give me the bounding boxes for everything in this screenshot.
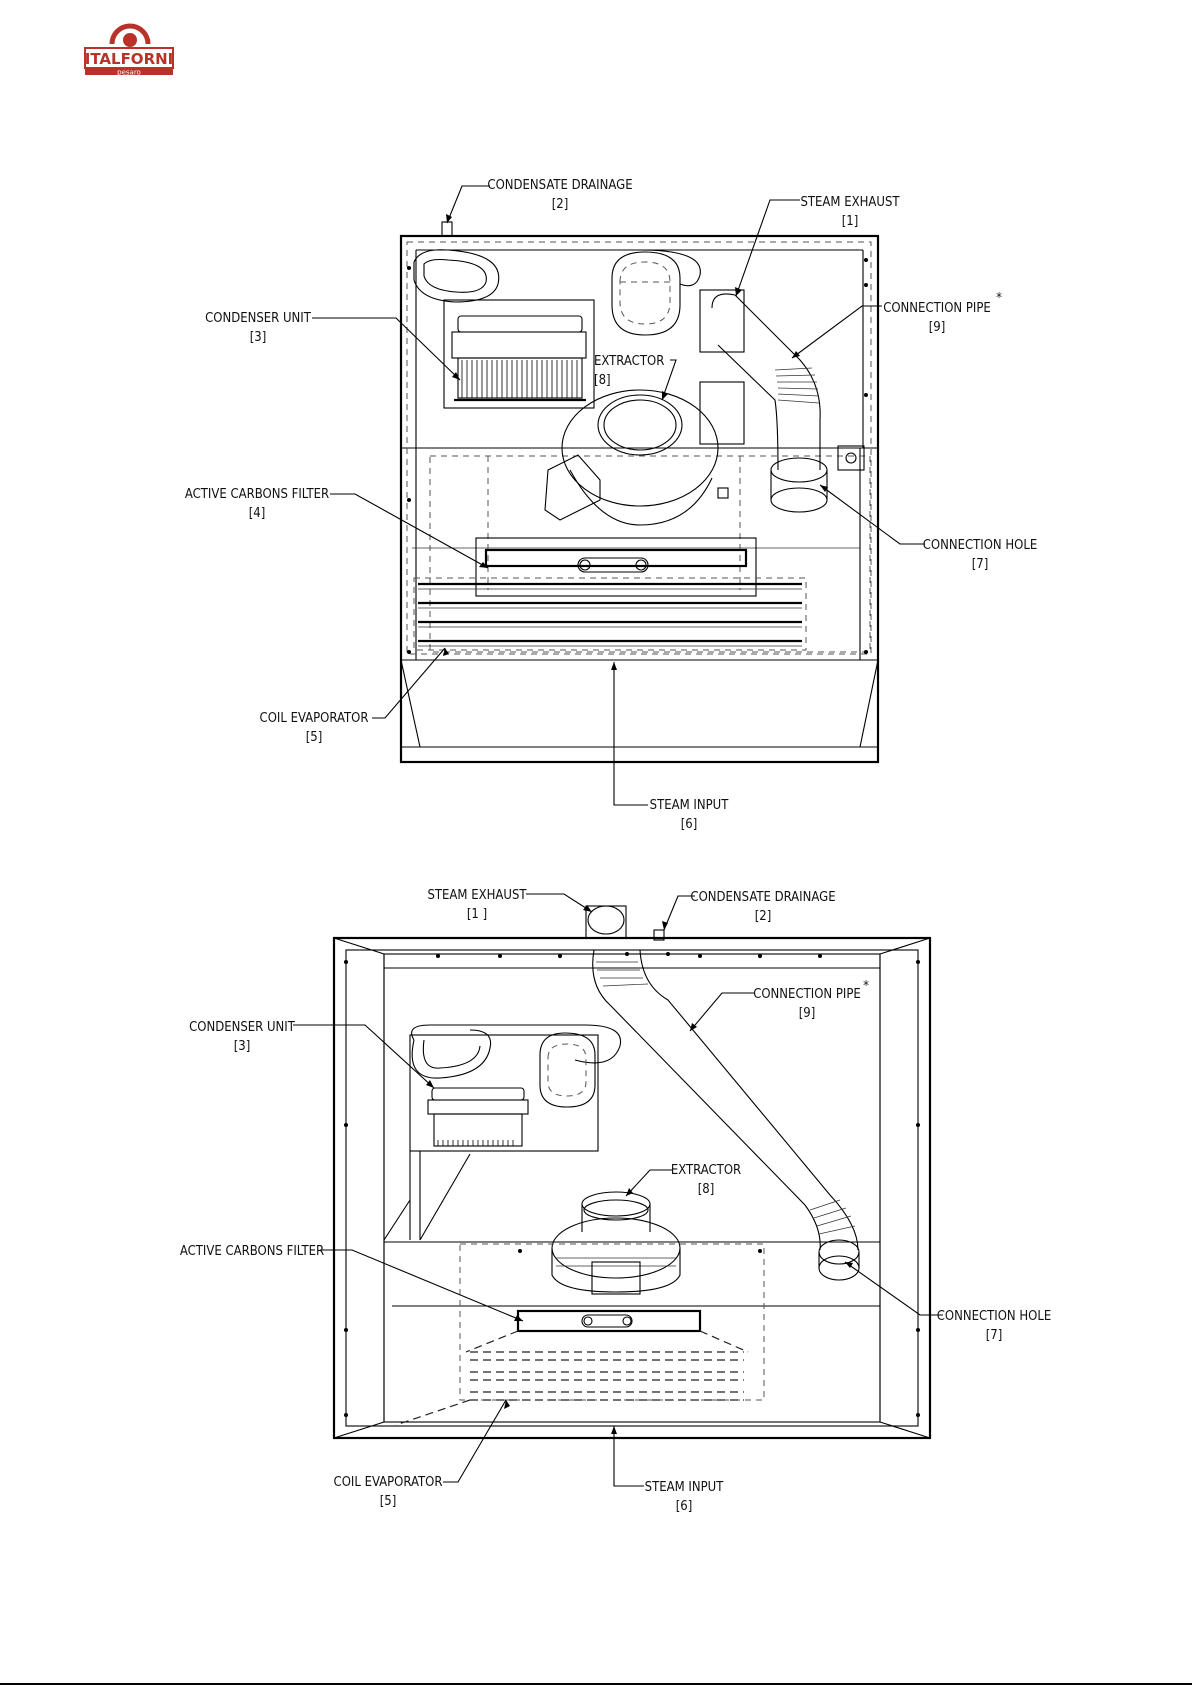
svg-text:COIL EVAPORATOR: COIL EVAPORATOR — [260, 711, 369, 726]
svg-text:*: * — [863, 979, 869, 994]
svg-text:CONNECTION PIPE: CONNECTION PIPE — [753, 987, 861, 1002]
svg-text:[8]: [8] — [594, 373, 611, 388]
label-coil-evaporator-bottom: COIL EVAPORATOR [5] — [334, 1475, 443, 1509]
svg-text:EXTRACTOR: EXTRACTOR — [671, 1163, 741, 1178]
label-steam-input-bottom: STEAM INPUT [6] — [645, 1480, 725, 1514]
top-screws — [407, 258, 868, 654]
svg-text:[1 ]: [1 ] — [467, 907, 487, 922]
svg-text:[1]: [1] — [842, 214, 859, 229]
svg-text:[2]: [2] — [755, 909, 772, 924]
label-condenser-unit-bottom: CONDENSER UNIT [3] — [189, 1020, 296, 1054]
front-view-diagram: STEAM EXHAUST [1 ] CONDENSATE DRAINAGE [… — [180, 888, 1051, 1514]
label-condensate-drainage: CONDENSATE DRAINAGE [2] — [487, 178, 632, 212]
pipe-corrugation — [774, 367, 820, 404]
svg-text:STEAM EXHAUST: STEAM EXHAUST — [427, 888, 527, 903]
label-steam-exhaust: STEAM EXHAUST [1] — [800, 195, 900, 229]
svg-text:[9]: [9] — [929, 320, 946, 335]
logo-brand: ITALFORNI — [85, 50, 174, 68]
svg-text:ACTIVE CARBONS FILTER: ACTIVE CARBONS FILTER — [185, 487, 329, 502]
svg-text:CONDENSATE DRAINAGE: CONDENSATE DRAINAGE — [690, 890, 835, 905]
label-connection-hole: CONNECTION HOLE [7] — [923, 538, 1038, 572]
label-steam-exhaust-bottom: STEAM EXHAUST [1 ] — [427, 888, 527, 922]
svg-text:[4]: [4] — [249, 506, 266, 521]
condenser-fins-bottom — [437, 1140, 514, 1146]
label-connection-pipe-bottom: CONNECTION PIPE * [9] — [753, 979, 869, 1021]
svg-text:CONNECTION HOLE: CONNECTION HOLE — [937, 1309, 1052, 1324]
label-connection-pipe: CONNECTION PIPE * [9] — [883, 291, 1002, 335]
svg-text:COIL EVAPORATOR: COIL EVAPORATOR — [334, 1475, 443, 1490]
pipe-corrugation-bottom — [596, 961, 856, 1235]
svg-text:[7]: [7] — [972, 557, 989, 572]
svg-text:CONDENSER UNIT: CONDENSER UNIT — [189, 1020, 296, 1035]
svg-text:[5]: [5] — [380, 1494, 397, 1509]
evaporator-bars-bottom — [470, 1351, 744, 1401]
svg-text:[3]: [3] — [250, 330, 267, 345]
svg-text:ACTIVE CARBONS FILTER: ACTIVE CARBONS FILTER — [180, 1244, 324, 1259]
svg-text:CONDENSATE DRAINAGE: CONDENSATE DRAINAGE — [487, 178, 632, 193]
svg-text:CONNECTION HOLE: CONNECTION HOLE — [923, 538, 1038, 553]
svg-text:EXTRACTOR: EXTRACTOR — [594, 354, 664, 369]
logo-city: pesaro — [117, 69, 141, 77]
svg-text:[8]: [8] — [698, 1182, 715, 1197]
label-extractor-bottom: EXTRACTOR [8] — [671, 1163, 741, 1197]
label-connection-hole-bottom: CONNECTION HOLE [7] — [937, 1309, 1052, 1343]
condenser-fins — [461, 360, 578, 398]
label-condenser-unit: CONDENSER UNIT [3] — [205, 311, 312, 345]
svg-text:[6]: [6] — [676, 1499, 693, 1514]
italforni-logo: ITALFORNI pesaro — [84, 23, 174, 77]
top-view-diagram: CONDENSATE DRAINAGE [2] STEAM EXHAUST [1… — [185, 178, 1037, 832]
svg-text:STEAM INPUT: STEAM INPUT — [650, 798, 730, 813]
label-extractor: EXTRACTOR [8] — [594, 354, 664, 388]
svg-text:[3]: [3] — [234, 1039, 251, 1054]
svg-text:CONDENSER UNIT: CONDENSER UNIT — [205, 311, 312, 326]
label-active-carbons-filter-bottom: ACTIVE CARBONS FILTER — [180, 1244, 324, 1259]
svg-text:[2]: [2] — [552, 197, 569, 212]
svg-text:CONNECTION PIPE: CONNECTION PIPE — [883, 301, 991, 316]
label-coil-evaporator: COIL EVAPORATOR [5] — [260, 711, 369, 745]
svg-text:STEAM EXHAUST: STEAM EXHAUST — [800, 195, 900, 210]
label-steam-input: STEAM INPUT [6] — [650, 798, 730, 832]
svg-text:[6]: [6] — [681, 817, 698, 832]
svg-text:STEAM INPUT: STEAM INPUT — [645, 1480, 725, 1495]
svg-text:[5]: [5] — [306, 730, 323, 745]
svg-text:[7]: [7] — [986, 1328, 1003, 1343]
svg-text:*: * — [996, 291, 1002, 306]
bottom-screws — [344, 952, 920, 1417]
svg-text:[9]: [9] — [799, 1006, 816, 1021]
label-condensate-drainage-bottom: CONDENSATE DRAINAGE [2] — [690, 890, 835, 924]
label-active-carbons-filter: ACTIVE CARBONS FILTER [4] — [185, 487, 329, 521]
